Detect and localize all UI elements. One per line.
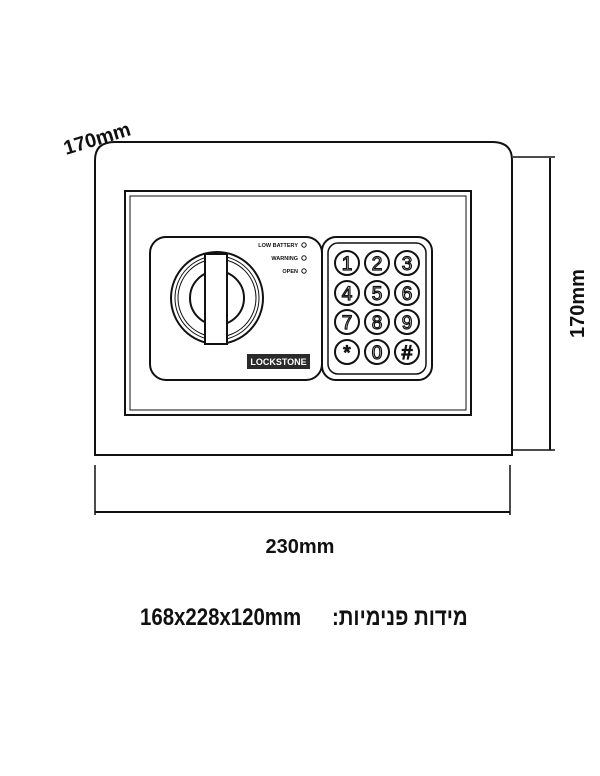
indicators: LOW BATTERY WARNING OPEN	[258, 242, 307, 275]
key-*[interactable]: *	[334, 339, 360, 365]
key-circle	[364, 309, 390, 335]
key-#[interactable]: #	[394, 339, 420, 365]
key-circle	[334, 309, 360, 335]
key-circle	[394, 280, 420, 306]
indicator-warning: WARNING	[271, 256, 298, 262]
key-label: 8	[372, 313, 383, 334]
key-2[interactable]: 2	[364, 250, 390, 276]
key-circle	[394, 309, 420, 335]
door-frame-outer	[124, 190, 472, 416]
door-frame-inner	[129, 195, 467, 411]
depth-label: 170mm	[61, 119, 133, 160]
key-circle	[394, 250, 420, 276]
key-label: 1	[342, 254, 353, 275]
key-3[interactable]: 3	[394, 250, 420, 276]
key-circle	[334, 339, 360, 365]
key-label: 6	[402, 284, 413, 305]
key-0[interactable]: 0	[364, 339, 390, 365]
key-circle	[394, 339, 420, 365]
key-label: 4	[342, 284, 353, 305]
key-9[interactable]: 9	[394, 309, 420, 335]
key-circle	[364, 280, 390, 306]
brand-badge	[247, 354, 310, 369]
internal-dimensions-label: מידות פנימיות:	[332, 604, 468, 631]
key-8[interactable]: 8	[364, 309, 390, 335]
key-label: 5	[372, 284, 383, 305]
keypad-panel	[321, 236, 433, 381]
width-label: 230mm	[266, 536, 335, 558]
internal-dimensions-value: 168x228x120mm	[140, 604, 302, 631]
key-label: 2	[372, 254, 383, 275]
key-circle	[334, 280, 360, 306]
knob	[170, 251, 264, 345]
safe-body	[94, 141, 513, 456]
key-circle	[364, 339, 390, 365]
indicator-low-battery: LOW BATTERY	[258, 243, 298, 249]
key-label: #	[402, 343, 413, 364]
key-5[interactable]: 5	[364, 280, 390, 306]
key-7[interactable]: 7	[334, 309, 360, 335]
height-label: 170mm	[567, 269, 589, 338]
key-circle	[334, 250, 360, 276]
indicator-open: OPEN	[282, 269, 298, 275]
key-label: 7	[342, 313, 353, 334]
key-circle	[364, 250, 390, 276]
key-label: 0	[372, 343, 383, 364]
key-label: 3	[402, 254, 413, 275]
key-6[interactable]: 6	[394, 280, 420, 306]
key-1[interactable]: 1	[334, 250, 360, 276]
brand-logo: LOCKSTONE	[250, 357, 306, 367]
key-label: *	[343, 343, 351, 364]
key-label: 9	[402, 313, 413, 334]
key-4[interactable]: 4	[334, 280, 360, 306]
